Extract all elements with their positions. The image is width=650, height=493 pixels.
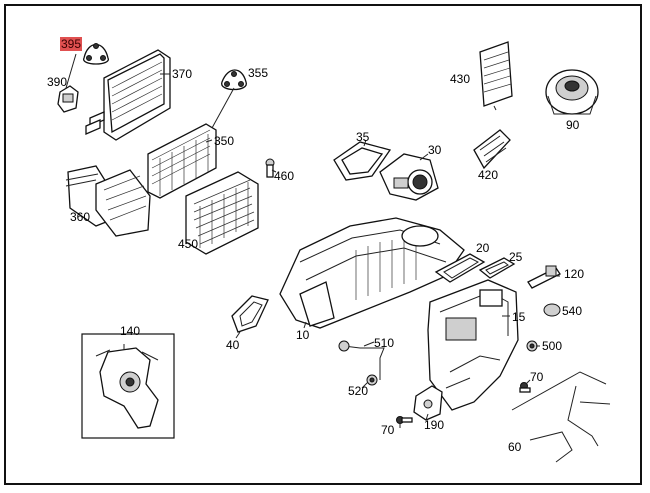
callout-40[interactable]: 40 [226, 338, 240, 352]
callout-460[interactable]: 460 [274, 169, 295, 183]
callout-25[interactable]: 25 [509, 250, 523, 264]
callout-10[interactable]: 10 [296, 328, 310, 342]
callout-540[interactable]: 540 [562, 304, 583, 318]
callout-420[interactable]: 420 [478, 168, 499, 182]
part-20-seal[interactable] [434, 253, 486, 283]
part-520-nut[interactable] [366, 374, 378, 386]
part-30-blower-housing[interactable] [379, 153, 439, 201]
callout-510[interactable]: 510 [374, 336, 395, 350]
part-40-gasket[interactable] [231, 295, 269, 333]
part-390-valve[interactable] [57, 85, 79, 113]
callout-360[interactable]: 360 [70, 210, 91, 224]
part-420-actuator[interactable] [473, 129, 511, 170]
callout-500[interactable]: 500 [542, 339, 563, 353]
part-140-inset[interactable] [81, 333, 175, 439]
part-60-harness[interactable] [511, 371, 611, 463]
part-350-filter[interactable] [147, 123, 217, 199]
part-15-housing[interactable] [427, 279, 519, 411]
callout-15[interactable]: 15 [512, 310, 526, 324]
leader-lines [65, 53, 560, 428]
callout-120[interactable]: 120 [564, 267, 585, 281]
part-25-seal[interactable] [478, 257, 516, 279]
part-70-screw-left[interactable] [396, 416, 413, 424]
callout-70-left[interactable]: 70 [381, 423, 395, 437]
part-450-filter[interactable] [185, 171, 259, 255]
part-430-filter[interactable] [479, 41, 513, 107]
callout-70-right[interactable]: 70 [530, 370, 544, 384]
callout-390[interactable]: 390 [47, 75, 68, 89]
part-70-screw-right[interactable] [519, 382, 531, 393]
part-90-blower-motor[interactable] [545, 69, 599, 115]
callout-60[interactable]: 60 [508, 440, 522, 454]
callout-430[interactable]: 430 [450, 72, 471, 86]
callout-520[interactable]: 520 [348, 384, 369, 398]
callout-90[interactable]: 90 [566, 118, 580, 132]
part-10-main-housing[interactable] [279, 217, 465, 329]
callout-450[interactable]: 450 [178, 237, 199, 251]
part-190-actuator[interactable] [413, 385, 443, 421]
callout-20[interactable]: 20 [476, 241, 490, 255]
callout-395[interactable]: 395 [60, 37, 83, 51]
callout-190[interactable]: 190 [424, 418, 445, 432]
part-540-plug[interactable] [543, 303, 561, 317]
callout-350[interactable]: 350 [214, 134, 235, 148]
part-355-gasket[interactable] [221, 69, 247, 91]
callout-355[interactable]: 355 [248, 66, 269, 80]
part-500-nut[interactable] [526, 340, 538, 352]
part-360-heater-core[interactable] [65, 165, 151, 237]
part-370-evaporator[interactable] [85, 49, 171, 141]
callout-30[interactable]: 30 [428, 143, 442, 157]
part-460-screw[interactable] [265, 158, 275, 178]
callout-35[interactable]: 35 [356, 130, 370, 144]
callout-370[interactable]: 370 [172, 67, 193, 81]
part-510-pipe[interactable] [338, 340, 385, 380]
callout-140[interactable]: 140 [120, 324, 141, 338]
part-35-seal[interactable] [333, 141, 392, 181]
part-395-gasket[interactable] [83, 43, 109, 65]
part-120-sensor[interactable] [527, 265, 561, 289]
